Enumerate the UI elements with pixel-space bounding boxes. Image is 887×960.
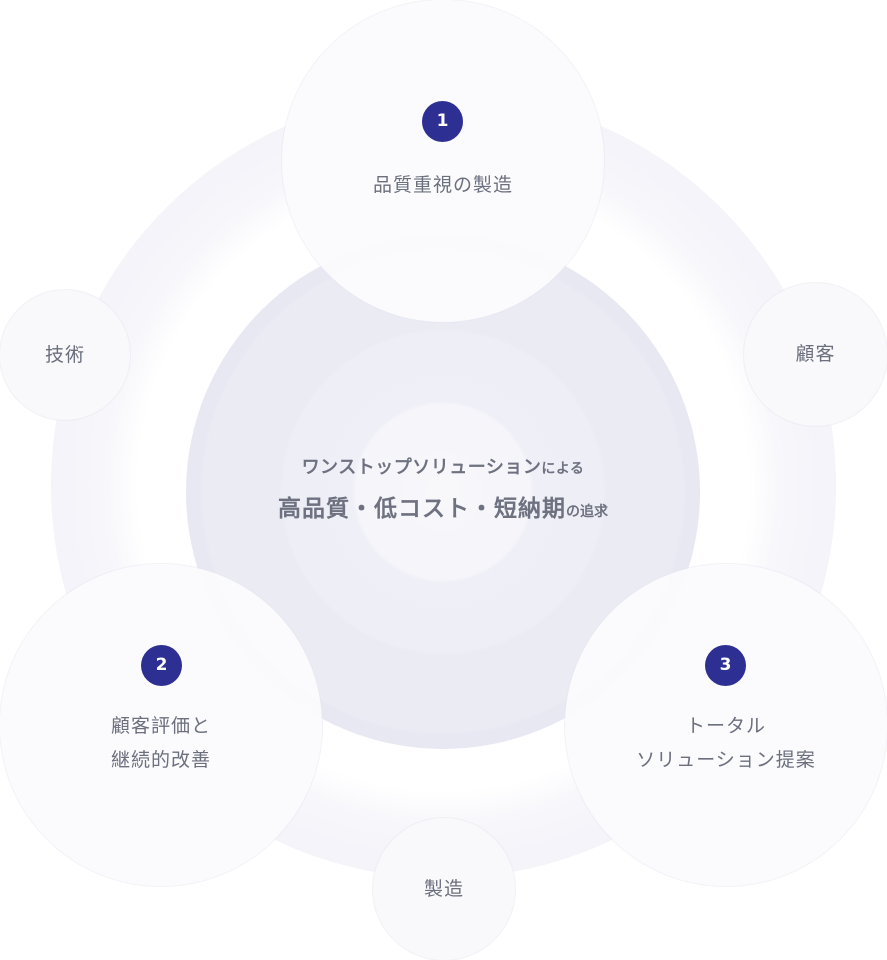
- center-line-2-suffix: の追求: [566, 504, 608, 520]
- pillar-1-label-line-1: 品質重視の製造: [372, 174, 513, 196]
- pillar-2-number-badge: 2: [141, 645, 182, 686]
- pillar-2-label-line-2: 継続的改善: [110, 749, 211, 771]
- center-line-1-suffix: による: [541, 461, 585, 477]
- pillar-3-label-line-1: トータル: [685, 715, 766, 737]
- satellite-manufacturing-label: 製造: [423, 878, 464, 900]
- satellite-customer-label: 顧客: [795, 343, 836, 365]
- center-line-2-main: 高品質・低コスト・短納期: [278, 496, 566, 522]
- pillar-3-label-line-2: ソリューション提案: [636, 749, 816, 771]
- satellite-customer: 顧客: [744, 283, 887, 426]
- pillar-3: 3 トータル ソリューション提案: [565, 564, 887, 886]
- satellite-technology-label: 技術: [44, 344, 85, 366]
- pillar-2: 2 顧客評価と 継続的改善: [0, 564, 322, 886]
- satellite-technology: 技術: [0, 290, 130, 420]
- pillar-2-label-line-1: 顧客評価と: [110, 715, 211, 737]
- pillar-1-number-badge: 1: [422, 101, 463, 142]
- pillar-1-label: 品質重視の製造: [282, 168, 604, 202]
- center-line-1: ワンストップソリューションによる: [186, 455, 700, 482]
- center-line-1-main: ワンストップソリューション: [301, 457, 542, 478]
- pillar-3-label: トータル ソリューション提案: [565, 709, 887, 777]
- pillar-3-number-badge: 3: [705, 645, 746, 686]
- center-text: ワンストップソリューションによる 高品質・低コスト・短納期の追求: [186, 455, 700, 527]
- satellite-manufacturing: 製造: [373, 818, 515, 960]
- pillar-1: 1 品質重視の製造: [282, 0, 604, 322]
- center-line-2: 高品質・低コスト・短納期の追求: [186, 494, 700, 527]
- pillar-2-label: 顧客評価と 継続的改善: [0, 709, 322, 777]
